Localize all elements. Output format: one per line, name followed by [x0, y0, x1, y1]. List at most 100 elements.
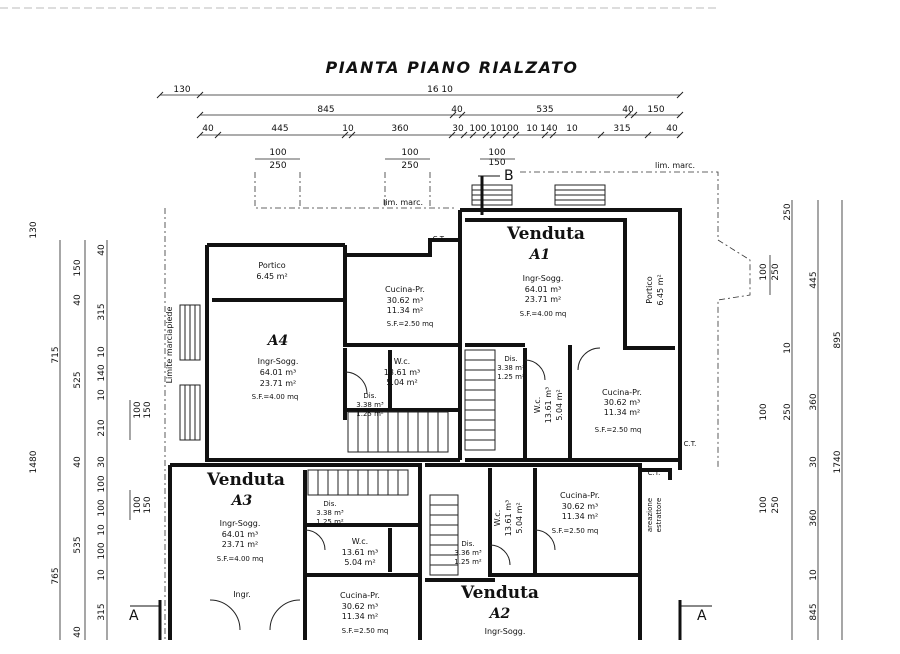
svg-text:A: A — [129, 608, 139, 624]
svg-text:40: 40 — [73, 294, 83, 306]
svg-text:10: 10 — [809, 569, 819, 581]
svg-text:23.71 m²: 23.71 m² — [222, 540, 258, 549]
svg-text:140: 140 — [540, 124, 557, 134]
svg-text:S.F.=2.50 mq: S.F.=2.50 mq — [595, 426, 642, 434]
sidewalk-limit-label: Limite marciapiede — [165, 307, 174, 384]
svg-text:150: 150 — [143, 401, 153, 418]
svg-text:845: 845 — [809, 603, 819, 620]
svg-text:315: 315 — [613, 124, 630, 134]
svg-text:S.F.=2.50 mq: S.F.=2.50 mq — [387, 320, 434, 328]
svg-text:13.61 m³: 13.61 m³ — [544, 387, 553, 423]
svg-text:100: 100 — [501, 124, 518, 134]
svg-text:250: 250 — [783, 203, 793, 220]
svg-text:315: 315 — [97, 603, 107, 620]
svg-text:1.25 m²: 1.25 m² — [454, 558, 482, 566]
svg-text:360: 360 — [809, 393, 819, 410]
svg-text:10: 10 — [97, 346, 107, 358]
svg-text:5.04 m²: 5.04 m² — [555, 389, 564, 420]
svg-text:11.34 m²: 11.34 m² — [387, 306, 423, 315]
right-dimensions: 100 250 250 445 10 895 100 250 360 30 17… — [759, 200, 843, 640]
svg-text:S.F.=4.00 mq: S.F.=4.00 mq — [252, 393, 299, 401]
svg-text:Dis.: Dis. — [504, 355, 517, 363]
svg-text:64.01 m³: 64.01 m³ — [222, 530, 258, 539]
svg-text:64.01 m³: 64.01 m³ — [525, 285, 561, 294]
svg-text:W.c.: W.c. — [394, 357, 410, 366]
unit-a1-label: A1 — [528, 247, 551, 263]
svg-text:S.F.=4.00 mq: S.F.=4.00 mq — [217, 555, 264, 563]
svg-text:10: 10 — [566, 124, 578, 134]
dimension-tick — [196, 111, 204, 119]
dimension-tick — [341, 131, 349, 139]
svg-text:250: 250 — [771, 263, 781, 280]
svg-text:23.71 m²: 23.71 m² — [260, 379, 296, 388]
dimension-tick — [448, 131, 456, 139]
dimension-tick — [214, 131, 222, 139]
svg-text:areazione: areazione — [646, 498, 654, 532]
dimension-tick — [676, 131, 684, 139]
svg-text:210: 210 — [97, 419, 107, 436]
dimension-tick — [196, 91, 204, 99]
svg-text:100: 100 — [269, 148, 286, 158]
svg-text:Cucina-Pr.: Cucina-Pr. — [602, 388, 642, 397]
dimension-tick — [549, 131, 557, 139]
dimension-tick — [676, 111, 684, 119]
unit-a4-label: A4 — [266, 333, 289, 349]
svg-text:5.04 m²: 5.04 m² — [386, 378, 417, 387]
svg-text:715: 715 — [51, 346, 61, 363]
unit-a1: Venduta A1 Ingr-Sogg. 64.01 m³ 23.71 m² … — [497, 224, 696, 448]
unit-a1-status: Venduta — [506, 224, 585, 244]
svg-text:13.61 m³: 13.61 m³ — [384, 368, 420, 377]
svg-text:10: 10 — [97, 524, 107, 536]
svg-text:13.61 m³: 13.61 m³ — [342, 548, 378, 557]
unit-a4: A4 Portico 6.45 m² Ingr-Sogg. 64.01 m³ 2… — [252, 235, 446, 418]
dimension-tick — [449, 111, 457, 119]
svg-text:100: 100 — [469, 124, 486, 134]
svg-text:Ingr-Sogg.: Ingr-Sogg. — [523, 274, 564, 283]
svg-text:130: 130 — [29, 221, 39, 238]
svg-text:100: 100 — [97, 499, 107, 516]
section-marker-a: A A — [129, 600, 712, 640]
dimension-tick — [630, 111, 638, 119]
svg-text:1.25 m²: 1.25 m² — [497, 373, 525, 381]
dimension-tick — [597, 131, 605, 139]
svg-text:A: A — [697, 608, 707, 624]
svg-text:250: 250 — [401, 161, 418, 171]
svg-text:Dis.: Dis. — [461, 540, 474, 548]
svg-text:C.T.: C.T. — [433, 235, 446, 243]
dimension-tick — [156, 91, 164, 99]
svg-text:30.62 m³: 30.62 m³ — [562, 502, 598, 511]
svg-text:Cucina-Pr.: Cucina-Pr. — [560, 491, 600, 500]
unit-a3-status: Venduta — [206, 470, 285, 490]
svg-text:estrattore: estrattore — [655, 498, 663, 533]
svg-text:100: 100 — [759, 496, 769, 513]
svg-text:40: 40 — [666, 124, 678, 134]
walls — [168, 208, 682, 640]
svg-text:250: 250 — [771, 496, 781, 513]
svg-text:W.c.: W.c. — [493, 510, 502, 526]
svg-text:315: 315 — [97, 303, 107, 320]
svg-text:100: 100 — [401, 148, 418, 158]
section-marker-b: B — [478, 168, 514, 215]
svg-text:100: 100 — [759, 263, 769, 280]
svg-text:445: 445 — [809, 271, 819, 288]
svg-text:W.c.: W.c. — [352, 537, 368, 546]
svg-text:S.F.=2.50 mq: S.F.=2.50 mq — [342, 627, 389, 635]
svg-text:lim. marc.: lim. marc. — [655, 161, 695, 170]
svg-text:150: 150 — [647, 105, 664, 115]
svg-text:40: 40 — [73, 456, 83, 468]
svg-text:30: 30 — [452, 124, 464, 134]
svg-text:150: 150 — [73, 259, 83, 276]
svg-text:30.62 m³: 30.62 m³ — [387, 296, 423, 305]
svg-text:10: 10 — [783, 342, 793, 354]
unit-a2-label: A2 — [488, 606, 511, 622]
svg-text:10: 10 — [342, 124, 354, 134]
dimension-tick — [458, 111, 466, 119]
svg-text:11.34 m²: 11.34 m² — [604, 408, 640, 417]
svg-text:Ingr-Sogg.: Ingr-Sogg. — [258, 357, 299, 366]
svg-text:100: 100 — [97, 542, 107, 559]
svg-text:S.F.=4.00 mq: S.F.=4.00 mq — [520, 310, 567, 318]
svg-text:6.45 m²: 6.45 m² — [656, 274, 665, 305]
svg-text:5.04 m²: 5.04 m² — [515, 502, 524, 533]
svg-text:13.61 m³: 13.61 m³ — [504, 500, 513, 536]
